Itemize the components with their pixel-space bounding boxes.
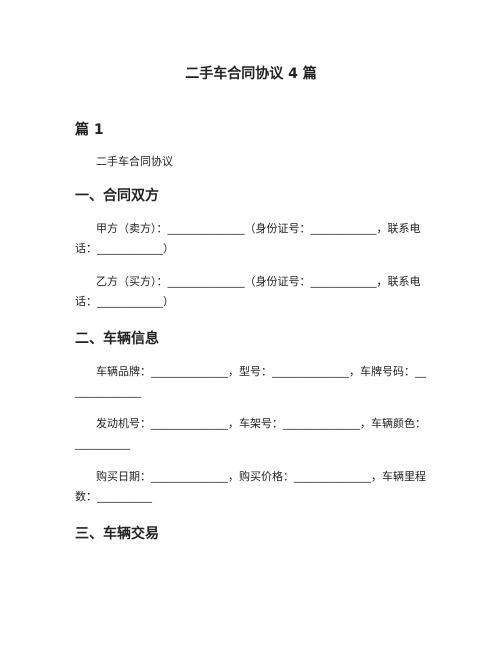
document-title: 二手车合同协议 4 篇: [185, 66, 317, 82]
section-heading-vehicle-info: 二、车辆信息: [75, 331, 159, 347]
document-subtitle: 二手车合同协议: [96, 155, 173, 168]
section-heading-parties: 一、合同双方: [75, 188, 159, 204]
paragraph-engine-number: 发动机号：______________，车架号：______________，车…: [75, 417, 426, 450]
paragraph-purchase-date: 购买日期：______________，购买价格：______________，…: [75, 470, 426, 503]
part-heading: 篇 1: [75, 122, 104, 138]
section-heading-transaction: 三、车辆交易: [75, 526, 159, 542]
paragraph-party-b: 乙方（买方）：______________（身份证号：____________，…: [75, 275, 421, 308]
paragraph-party-a: 甲方（卖方）：______________（身份证号：____________，…: [75, 222, 421, 255]
paragraph-vehicle-brand: 车辆品牌：______________，型号：______________，车牌…: [75, 365, 426, 398]
